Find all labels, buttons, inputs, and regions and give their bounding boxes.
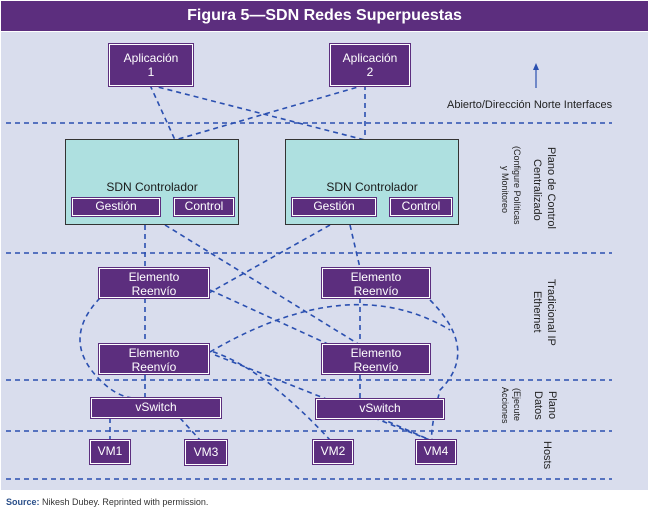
side-label: Datos [532, 390, 544, 420]
link [199, 224, 331, 299]
connection-lines [6, 63, 612, 480]
link [149, 84, 366, 141]
management-module: Gestión [71, 197, 161, 217]
north-arrowhead [533, 63, 539, 70]
link [429, 299, 459, 441]
management-module: Gestión [291, 197, 377, 217]
side-label: Plano [546, 390, 558, 420]
app-label-line2: 2 [366, 65, 374, 79]
forwarder-label-line2: Reenvío [353, 284, 399, 298]
forwarder-label-line2: Reenvío [131, 360, 177, 374]
forwarder-label-line1: Elemento [128, 270, 180, 284]
side-label-small: y Monitoreo [500, 166, 510, 214]
app-label-line1: Aplicación [123, 51, 179, 65]
control-module: Control [173, 197, 235, 217]
forwarder-label-line2: Reenvío [131, 284, 177, 298]
forwarding-element: Elemento Reenvío [321, 267, 431, 299]
vm: VM2 [312, 439, 354, 465]
vswitch: vSwitch [315, 398, 445, 420]
app-label-line2: 1 [147, 65, 155, 79]
link [209, 289, 331, 346]
link [214, 354, 431, 441]
side-label: Ethernet [531, 291, 543, 333]
side-label-small: (Configure Políticas [512, 145, 522, 225]
figure-frame: Figura 5—SDN Redes Superpuestas [1, 1, 648, 490]
forwarder-label-line1: Elemento [350, 346, 402, 360]
vm: VM3 [184, 439, 228, 466]
side-label: Plano de Control [545, 147, 557, 229]
side-label-small: (Ejecute [512, 388, 522, 422]
controller-label: SDN Controlador [106, 180, 198, 194]
controller-label: SDN Controlador [326, 180, 418, 194]
app-box-1: Aplicación 1 [108, 43, 194, 87]
link [349, 224, 361, 269]
source-prefix: Source: [6, 497, 40, 507]
link [179, 417, 201, 441]
source-note: Source: Nikesh Dubey. Reprinted with per… [6, 497, 208, 507]
vswitch: vSwitch [90, 397, 222, 419]
link [174, 84, 366, 141]
control-module: Control [389, 197, 453, 217]
vm: VM4 [415, 439, 457, 465]
side-label: Hosts [541, 440, 553, 470]
app-box-2: Aplicación 2 [329, 43, 411, 87]
forwarding-element: Elemento Reenvío [321, 343, 431, 375]
vm: VM1 [89, 439, 131, 465]
link [209, 303, 451, 353]
figure-title: Figura 5—SDN Redes Superpuestas [187, 7, 462, 24]
forwarding-element: Elemento Reenvío [98, 267, 210, 299]
link [379, 417, 431, 441]
sdn-controller-1: SDN Controlador Gestión Control [65, 139, 239, 225]
title-bar: Figura 5—SDN Redes Superpuestas [1, 1, 648, 31]
link [149, 84, 176, 141]
side-label-small: Acciones [500, 386, 510, 424]
forwarder-label-line1: Elemento [128, 346, 180, 360]
forwarder-label-line1: Elemento [350, 270, 402, 284]
source-text: Nikesh Dubey. Reprinted with permission. [42, 497, 209, 507]
link [164, 224, 361, 346]
forwarding-element: Elemento Reenvío [98, 343, 210, 375]
north-interface-label: Abierto/Dirección Norte Interfaces [447, 99, 613, 111]
side-label: Centralizado [531, 159, 543, 221]
app-label-line1: Aplicación [342, 51, 398, 65]
forwarder-label-line2: Reenvío [353, 360, 399, 374]
link [129, 345, 331, 441]
side-label: Tradicional IP [545, 278, 557, 346]
sdn-controller-2: SDN Controlador Gestión Control [285, 139, 459, 225]
